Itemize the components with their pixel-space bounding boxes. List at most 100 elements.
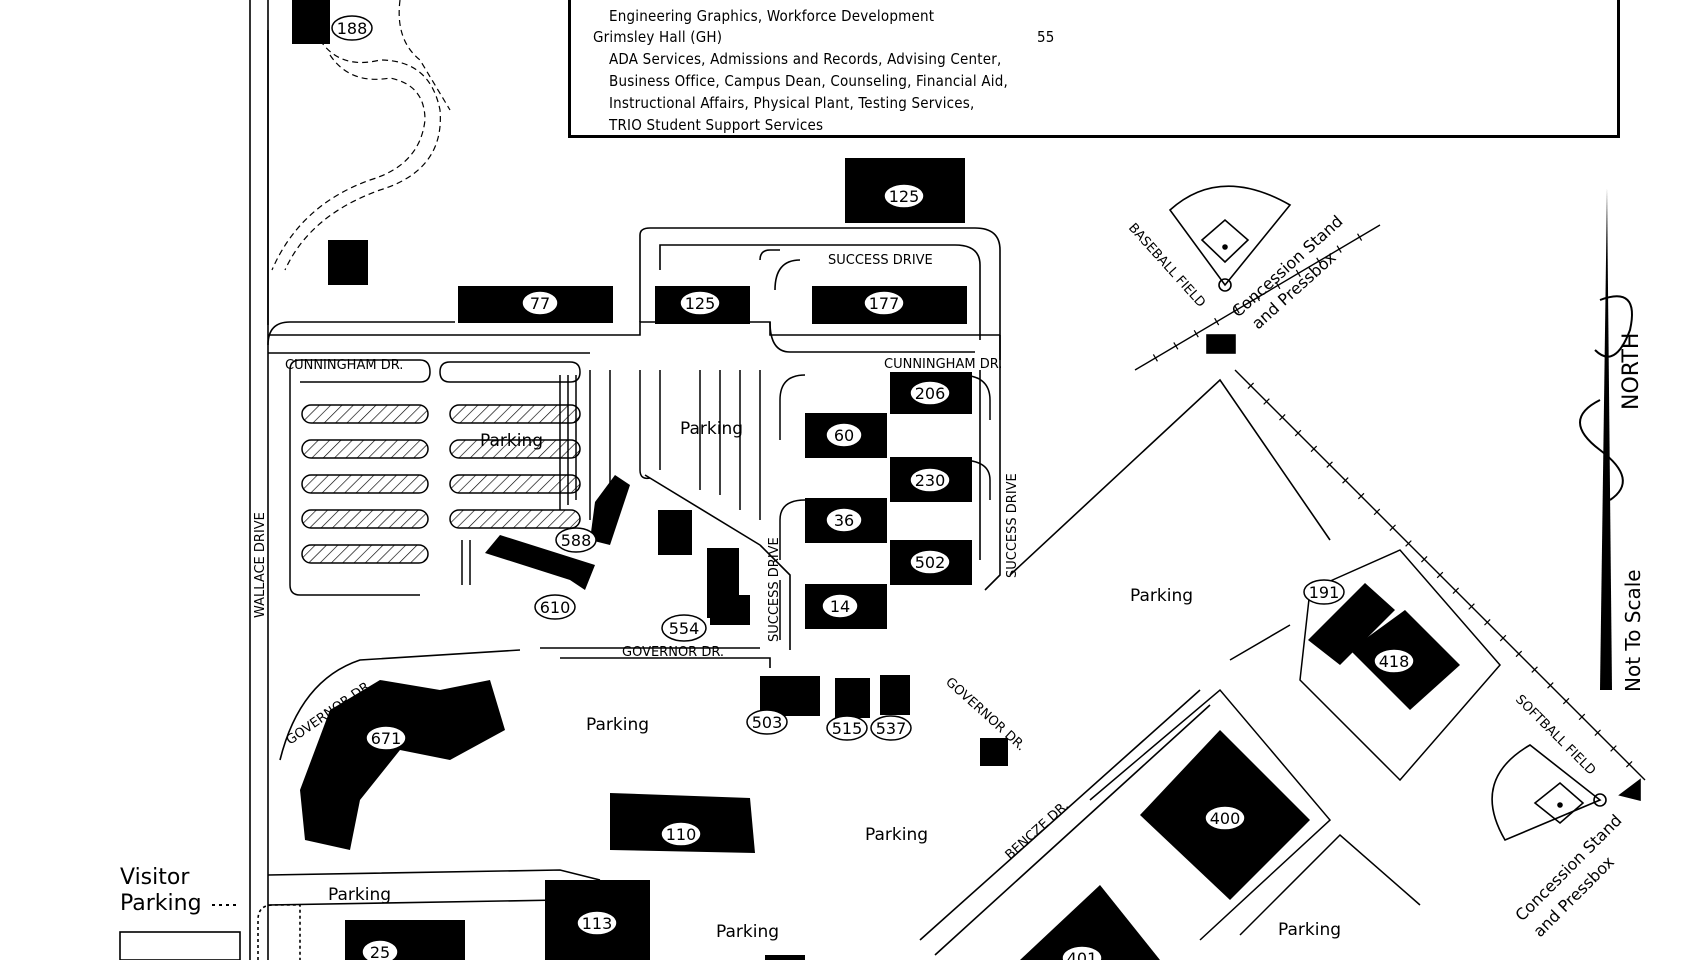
street-wallace-drive: WALLACE DRIVE (253, 512, 268, 618)
building-113-label: 113 (582, 914, 613, 933)
fence-tick (1173, 342, 1179, 350)
fence-tick (1336, 245, 1342, 253)
fence-tick (1468, 603, 1475, 610)
fence-tick (1193, 330, 1199, 338)
visitor-label: Parking (120, 891, 202, 916)
building-legend: Engineering Graphics, Workforce Developm… (568, 0, 1620, 138)
parking-label: Parking (586, 715, 649, 735)
fence-tick (1310, 445, 1318, 453)
fence-tick (1357, 492, 1365, 500)
building-14-label: 14 (830, 597, 850, 616)
fence-tick (1594, 729, 1601, 736)
fence-tick (1316, 257, 1322, 265)
fence-tick (1254, 293, 1261, 302)
street-cunningham: CUNNINGHAM DR. (884, 357, 1002, 372)
fence-tick (1357, 233, 1363, 241)
street-cunningham: CUNNINGHAM DR. (285, 358, 403, 373)
fence-tick (1234, 305, 1240, 314)
legend-building-name: Grimsley Hall (GH) (593, 28, 723, 46)
building-125-label: 125 (685, 294, 716, 313)
building-60-label: 60 (834, 426, 854, 445)
building-503-label: 503 (752, 713, 783, 732)
parking-label: Parking (716, 922, 779, 942)
visitor-label: Visitor (120, 865, 190, 890)
fence-tick (1436, 571, 1444, 579)
fence-tick (1499, 634, 1507, 642)
building-labels (331, 15, 1415, 960)
baseball-field (1168, 185, 1292, 354)
legend-line: Engineering Graphics, Workforce Developm… (609, 7, 935, 25)
fence-tick (1214, 317, 1220, 326)
street-success-drive: SUCCESS DRIVE (828, 253, 933, 268)
parking-lot-west (289, 359, 761, 596)
street-success-drive: SUCCESS DRIVE (767, 537, 782, 642)
building-110-label: 110 (666, 825, 697, 844)
fence-tick (1484, 619, 1491, 626)
fence-tick (1547, 682, 1554, 689)
fence-tick (1279, 414, 1286, 421)
building-401-label: 401 (1067, 949, 1098, 960)
parking-label: Parking (1278, 920, 1341, 940)
fence-tick (1578, 713, 1586, 721)
building-188-label: 188 (337, 19, 368, 38)
legend-line: Business Office, Campus Dean, Counseling… (609, 72, 1008, 90)
fence-tick (1452, 587, 1460, 595)
legend-page-number: 55 (1037, 28, 1055, 46)
building-206-label: 206 (915, 384, 946, 403)
fence-tick (1562, 697, 1570, 705)
building-610-label: 610 (540, 598, 571, 617)
building-502-label: 502 (915, 553, 946, 572)
building-177-label: 177 (869, 294, 900, 313)
building-numbers: 188 125 77 125 177 206 60 230 36 502 14 … (337, 19, 1410, 960)
building-400-label: 400 (1210, 809, 1241, 828)
street-bencze: BENCZE DR. (1003, 798, 1072, 863)
north-arrow-icon (1579, 188, 1633, 690)
parking-label: Parking (480, 431, 543, 451)
softball-field (1491, 744, 1641, 842)
building-36-label: 36 (834, 511, 854, 530)
north-label: NORTH (1619, 333, 1644, 410)
building-230-label: 230 (915, 471, 946, 490)
street-governor: GOVERNOR DR. (622, 645, 724, 660)
street-success-drive: SUCCESS DRIVE (1005, 473, 1020, 578)
building-418-label: 418 (1379, 652, 1410, 671)
fence-tick (1373, 508, 1381, 516)
fence-tick (1326, 461, 1333, 468)
east-buildings-outline (1089, 549, 1501, 941)
parking-label: Parking (328, 885, 391, 905)
fence-tick (1420, 555, 1428, 563)
fence-tick (1275, 281, 1281, 290)
fence-tick (1263, 398, 1270, 405)
legend-line: ADA Services, Admissions and Records, Ad… (609, 50, 1002, 68)
building-671-label: 671 (371, 729, 402, 748)
building-125-label: 125 (889, 187, 920, 206)
building-515-label: 515 (832, 719, 863, 738)
fence-tick (1405, 540, 1412, 547)
legend-line: TRIO Student Support Services (609, 116, 824, 134)
parking-label: Parking (680, 419, 743, 439)
building-25-label: 25 (370, 943, 390, 960)
building-537-label: 537 (876, 719, 907, 738)
parking-label: Parking (865, 825, 928, 845)
legend-line: Instructional Affairs, Physical Plant, T… (609, 94, 975, 112)
building-554-label: 554 (669, 619, 700, 638)
scale-label: Not To Scale (1621, 569, 1645, 692)
fence-tick (1152, 354, 1158, 362)
visitor-parking: Visitor Parking (119, 865, 301, 960)
fence-tick (1625, 760, 1633, 768)
fence-tick (1610, 745, 1617, 752)
fence-tick (1342, 477, 1349, 484)
parking-labels: Parking Parking Parking Parking Parking … (328, 419, 1341, 942)
fence-tick (1515, 650, 1523, 658)
building-77-label: 77 (530, 294, 550, 313)
building-191-label: 191 (1309, 583, 1340, 602)
baseball-field-label: BASEBALL FIELD (1125, 221, 1208, 311)
building-588-label: 588 (561, 531, 592, 550)
parking-label: Parking (1130, 586, 1193, 606)
fence-tick (1294, 429, 1302, 437)
walking-trail (271, 0, 451, 271)
fence-tick (1389, 524, 1396, 531)
fence-tick (1247, 382, 1255, 390)
compass-labels: NORTH Not To Scale (1619, 333, 1645, 692)
